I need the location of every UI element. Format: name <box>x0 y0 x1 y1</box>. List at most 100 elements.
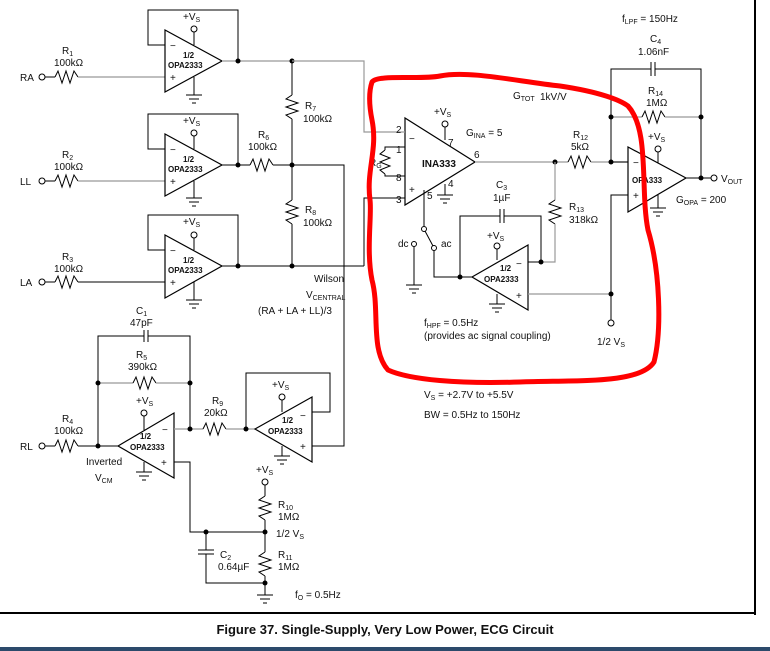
svg-text:BW = 0.5Hz to 150Hz: BW = 0.5Hz to 150Hz <box>424 410 520 421</box>
svg-text:R9: R9 <box>212 396 223 408</box>
mid-supply-divider: +VS R10 1MΩ 1/2 VS R11 1MΩ C2 0.64µF fO … <box>198 465 341 604</box>
svg-text:R10: R10 <box>278 500 293 512</box>
svg-text:7: 7 <box>448 138 454 149</box>
svg-text:−: − <box>170 41 176 52</box>
svg-text:−: − <box>170 145 176 156</box>
svg-text:OPA2333: OPA2333 <box>130 443 165 452</box>
ina333-label: INA333 <box>422 159 456 170</box>
supply-specs: VS = +2.7V to +5.5V BW = 0.5Hz to 150Hz <box>424 390 520 421</box>
svg-text:+VS: +VS <box>183 217 201 229</box>
svg-text:+VS: +VS <box>183 116 201 128</box>
svg-text:+VS: +VS <box>272 380 290 392</box>
opamp-u4 <box>116 411 175 480</box>
svg-text:R7: R7 <box>305 101 316 113</box>
figure-caption: Figure 37. Single-Supply, Very Low Power… <box>216 622 554 637</box>
svg-text:0.64µF: 0.64µF <box>218 562 249 573</box>
svg-text:1/2: 1/2 <box>500 264 512 273</box>
svg-text:1/2: 1/2 <box>140 432 152 441</box>
terminal-la <box>38 278 46 286</box>
vout-terminal <box>710 174 718 182</box>
svg-text:ac: ac <box>441 239 452 250</box>
resistor-r1 <box>54 69 79 85</box>
svg-text:C1: C1 <box>136 306 147 318</box>
resistor-r3 <box>54 274 79 290</box>
svg-text:2: 2 <box>396 125 402 136</box>
terminal-ll <box>38 177 46 185</box>
svg-text:100kΩ: 100kΩ <box>303 218 333 229</box>
svg-text:+VS: +VS <box>434 107 452 119</box>
buffer-ll: LL R2 100kΩ − + 1/2 OPA2333 +VS R6 100kΩ <box>20 113 292 207</box>
svg-text:6: 6 <box>474 150 480 161</box>
svg-text:1kV/V: 1kV/V <box>540 92 567 103</box>
svg-text:1MΩ: 1MΩ <box>278 512 300 523</box>
svg-text:+: + <box>170 73 176 84</box>
svg-text:fO = 0.5Hz: fO = 0.5Hz <box>295 590 341 602</box>
svg-text:OPA2333: OPA2333 <box>268 427 303 436</box>
svg-text:+: + <box>633 191 639 202</box>
svg-text:+: + <box>170 177 176 188</box>
svg-text:R14: R14 <box>648 86 663 98</box>
svg-text:OPA2333: OPA2333 <box>484 275 519 284</box>
svg-text:1/2: 1/2 <box>183 51 195 60</box>
svg-text:R4: R4 <box>62 414 73 426</box>
output-stage: fLPF = 150Hz C4 1.06nF R14 1MΩ − + OPA33… <box>608 14 743 217</box>
svg-text:1/2 VS: 1/2 VS <box>597 337 625 349</box>
svg-text:3: 3 <box>396 195 402 206</box>
svg-text:GINA = 5: GINA = 5 <box>466 128 503 140</box>
window-bottom-bar <box>0 647 770 651</box>
resistor-r7 <box>284 94 300 120</box>
svg-text:+VS: +VS <box>136 396 154 408</box>
svg-text:1/2: 1/2 <box>183 256 195 265</box>
svg-text:OPA2333: OPA2333 <box>168 266 203 275</box>
svg-text:C3: C3 <box>496 180 507 192</box>
buffer-ra: RA R1 100kΩ − + 1/2 OPA2333 +VS <box>20 9 292 104</box>
right-leg-drive: C1 47pF R5 390kΩ RL R4 100kΩ Inverted VC… <box>20 306 331 533</box>
svg-text:(provides ac signal coupling): (provides ac signal coupling) <box>424 331 551 342</box>
resistor-r4 <box>54 438 79 454</box>
svg-text:+VS: +VS <box>183 12 201 24</box>
svg-text:1/2 VS: 1/2 VS <box>276 529 304 541</box>
svg-text:R3: R3 <box>62 252 73 264</box>
svg-text:8: 8 <box>396 173 402 184</box>
resistor-r9 <box>202 421 227 437</box>
hpf-integrator: dc ac C3 1µF − + 1/2 OPA2333 +VS 1/2 VS … <box>398 180 628 349</box>
svg-text:100kΩ: 100kΩ <box>54 264 84 275</box>
svg-text:100kΩ: 100kΩ <box>248 142 278 153</box>
svg-text:1/2: 1/2 <box>183 155 195 164</box>
resistor-r10 <box>257 495 273 521</box>
svg-text:VOUT: VOUT <box>721 174 743 186</box>
resistor-rg <box>378 149 392 175</box>
svg-text:−: − <box>170 246 176 257</box>
svg-text:1.06nF: 1.06nF <box>638 47 669 58</box>
svg-text:−: − <box>409 134 415 145</box>
wilson-network: R7 100kΩ R8 100kΩ Wilson VCENTRAL (RA + … <box>258 58 400 447</box>
svg-text:VS = +2.7V to +5.5V: VS = +2.7V to +5.5V <box>424 390 514 402</box>
svg-text:C4: C4 <box>650 34 661 46</box>
svg-text:1MΩ: 1MΩ <box>646 98 668 109</box>
terminal-ra <box>38 73 46 81</box>
svg-text:GOPA = 200: GOPA = 200 <box>676 195 727 207</box>
svg-text:R13: R13 <box>569 202 584 214</box>
svg-text:OPA2333: OPA2333 <box>168 165 203 174</box>
svg-text:R5: R5 <box>136 350 147 362</box>
svg-text:+VS: +VS <box>256 465 274 477</box>
svg-text:390kΩ: 390kΩ <box>128 362 158 373</box>
svg-text:−: − <box>516 259 522 270</box>
svg-text:dc: dc <box>398 239 409 250</box>
svg-text:fHPF = 0.5Hz: fHPF = 0.5Hz <box>424 318 478 330</box>
opa2333-label: OPA2333 <box>168 61 203 70</box>
svg-text:4: 4 <box>448 179 454 190</box>
svg-text:fLPF = 150Hz: fLPF = 150Hz <box>622 14 678 26</box>
dc-ac-switch[interactable] <box>424 230 434 247</box>
resistor-r5 <box>132 375 157 391</box>
resistor-r2 <box>54 173 79 189</box>
svg-text:100kΩ: 100kΩ <box>303 114 333 125</box>
opamp-u6 <box>470 243 529 312</box>
svg-text:−: − <box>300 411 306 422</box>
svg-text:1: 1 <box>396 145 402 156</box>
svg-text:100kΩ: 100kΩ <box>54 426 84 437</box>
svg-text:VCM: VCM <box>95 473 113 485</box>
svg-text:+: + <box>409 185 415 196</box>
svg-text:100kΩ: 100kΩ <box>54 162 84 173</box>
